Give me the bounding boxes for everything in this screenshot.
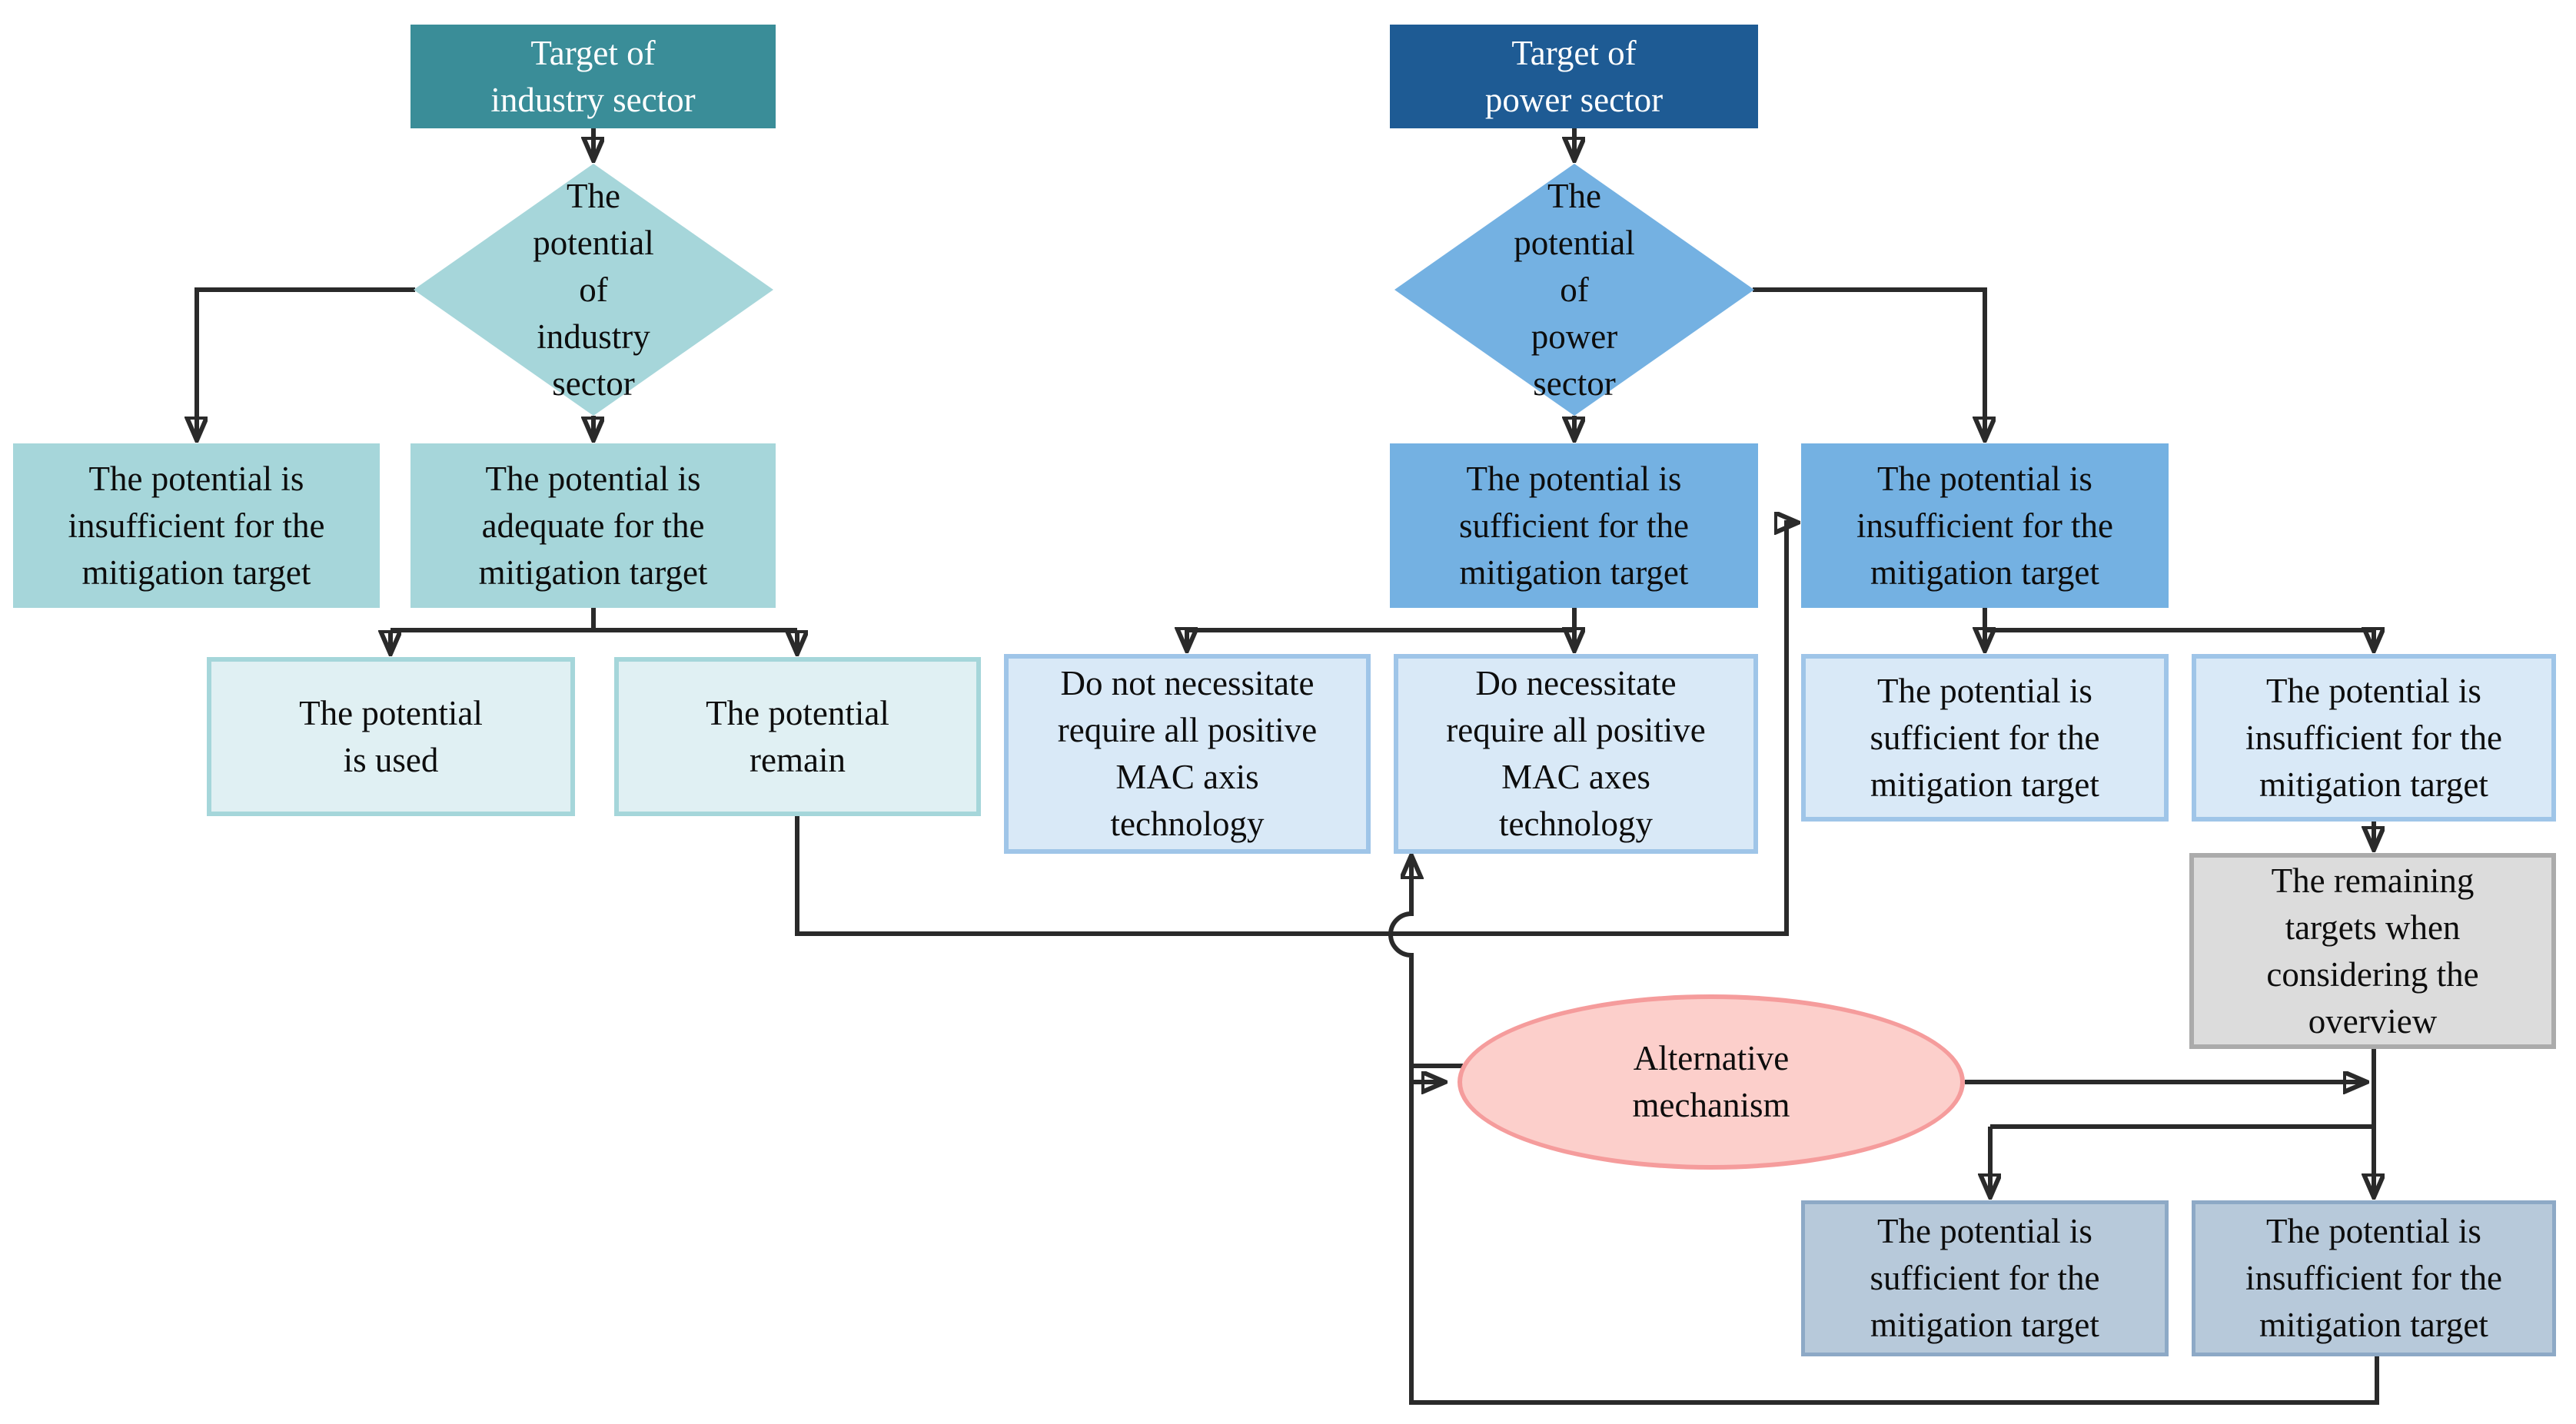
industry-decision-diamond [414,164,773,416]
final-insufficient-box: The potential is insufficient for the mi… [2192,1200,2556,1356]
arrow-feedback-to-do-necessitate [1388,856,2379,1405]
final-sufficient-box: The potential is sufficient for the miti… [1801,1200,2169,1356]
power-insufficient-box: The potential is insufficient for the mi… [1801,443,2169,608]
power-header-box: Target of power sector [1390,25,1758,128]
do-not-necessitate-box: Do not necessitate require all positive … [1004,654,1371,854]
power-sufficient-box: The potential is sufficient for the miti… [1390,443,1758,608]
power-diamond-label: The potential of power sector [1514,176,1635,403]
power-decision-diamond [1394,164,1754,416]
alternative-mechanism-ellipse: Alternative mechanism [1458,994,1965,1170]
arrow-remain-to-power-insufficient [795,523,1797,936]
sub-insufficient-box: The potential is insufficient for the mi… [2192,654,2556,822]
industry-header-box: Target of industry sector [410,25,776,128]
arrow-power-diamond-to-insufficient [1753,287,1985,440]
arrow-industry-diamond-to-insufficient [197,287,415,440]
industry-diamond-label: The potential of industry sector [533,176,654,403]
potential-used-box: The potential is used [207,657,575,816]
potential-remain-box: The potential remain [614,657,981,816]
sub-sufficient-box: The potential is sufficient for the miti… [1801,654,2169,822]
do-necessitate-box: Do necessitate require all positive MAC … [1394,654,1758,854]
remaining-targets-box: The remaining targets when considering t… [2189,853,2556,1049]
industry-adequate-box: The potential is adequate for the mitiga… [410,443,776,608]
industry-insufficient-box: The potential is insufficient for the mi… [13,443,380,608]
